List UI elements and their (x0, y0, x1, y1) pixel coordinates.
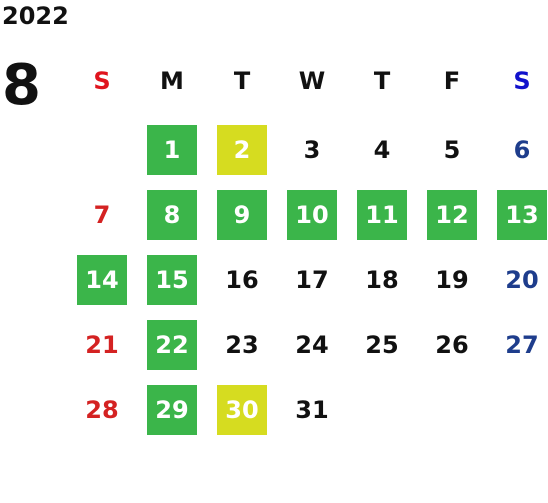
calendar-day-8: 8 (147, 190, 197, 240)
calendar-day-23: 23 (225, 331, 259, 359)
calendar-day-29: 29 (147, 385, 197, 435)
calendar-day-3: 3 (303, 136, 321, 164)
weekday-tuesday: T (233, 67, 251, 95)
calendar-day-31: 31 (295, 396, 329, 424)
weekday-thursday: T (373, 67, 391, 95)
calendar-day-27: 27 (505, 331, 539, 359)
weekday-wednesday: W (298, 67, 326, 95)
calendar-day-19: 19 (435, 266, 469, 294)
weekday-monday: M (160, 67, 184, 95)
calendar-day-16: 16 (225, 266, 259, 294)
calendar-day-22: 22 (147, 320, 197, 370)
weekday-header-row: S M T W T F S (0, 64, 548, 98)
calendar-day-26: 26 (435, 331, 469, 359)
calendar-year: 2022 (2, 2, 69, 30)
calendar-day-17: 17 (295, 266, 329, 294)
calendar-day-1: 1 (147, 125, 197, 175)
calendar-day-4: 4 (373, 136, 391, 164)
calendar-day-18: 18 (365, 266, 399, 294)
calendar-day-11: 11 (357, 190, 407, 240)
calendar-day-12: 12 (427, 190, 477, 240)
weekday-saturday: S (513, 67, 531, 95)
calendar-day-24: 24 (295, 331, 329, 359)
calendar-day-7: 7 (93, 201, 111, 229)
calendar-day-9: 9 (217, 190, 267, 240)
calendar-month: 8 (2, 53, 41, 118)
weekday-sunday: S (93, 67, 111, 95)
calendar-day-30: 30 (217, 385, 267, 435)
calendar-day-6: 6 (513, 136, 531, 164)
weekday-friday: F (443, 67, 461, 95)
calendar-day-28: 28 (85, 396, 119, 424)
calendar-day-5: 5 (443, 136, 461, 164)
calendar-day-25: 25 (365, 331, 399, 359)
calendar-day-20: 20 (505, 266, 539, 294)
calendar-day-15: 15 (147, 255, 197, 305)
calendar-day-21: 21 (85, 331, 119, 359)
calendar-day-14: 14 (77, 255, 127, 305)
calendar-day-13: 13 (497, 190, 547, 240)
calendar-day-2: 2 (217, 125, 267, 175)
calendar-day-10: 10 (287, 190, 337, 240)
